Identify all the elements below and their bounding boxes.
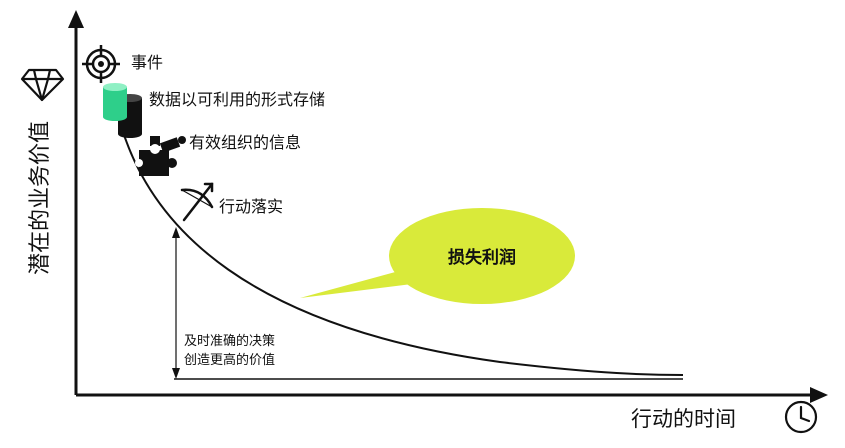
loss-bubble: 损失利润	[300, 208, 575, 304]
info-label: 有效组织的信息	[189, 133, 301, 152]
bow-arrow-icon	[180, 182, 214, 222]
diamond-icon	[20, 68, 65, 102]
y-axis-label: 潜在的业务价值	[28, 121, 53, 275]
action-label: 行动落实	[219, 197, 283, 216]
loss-bubble-body	[389, 208, 575, 304]
puzzle-pieces-icon	[135, 136, 186, 176]
x-axis-arrowhead	[810, 387, 828, 403]
crosshair-target-icon	[82, 45, 120, 83]
x-axis-label: 行动的时间	[631, 407, 736, 431]
y-axis-arrowhead	[68, 10, 84, 28]
clock-icon	[784, 400, 818, 434]
database-cylinders-icon	[103, 83, 142, 138]
decision-label-line2: 创造更高的价值	[184, 352, 275, 368]
loss-label: 损失利润	[448, 247, 516, 268]
decision-label-line1: 及时准确的决策	[184, 333, 275, 349]
value-decay-curve	[111, 84, 684, 376]
storage-label: 数据以可利用的形式存储	[149, 90, 325, 109]
event-label: 事件	[131, 53, 163, 72]
loss-bubble-tail	[300, 268, 428, 298]
value-gap-arrow-top	[172, 227, 180, 238]
value-gap-arrow-bottom	[172, 368, 180, 379]
